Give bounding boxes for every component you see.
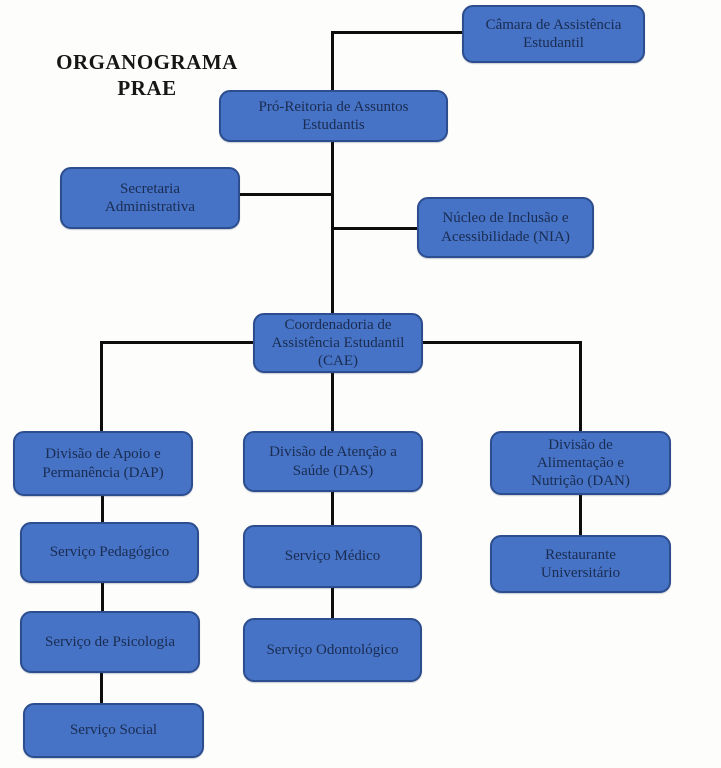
connector-secretaria-horizontal	[239, 193, 334, 196]
org-node-restaurante: Restaurante Universitário	[490, 535, 671, 593]
connector-camara-horizontal	[331, 31, 465, 34]
connector-nia-horizontal	[332, 227, 418, 230]
connector-cae-dan-horizontal	[422, 341, 582, 344]
connector-cae-dap-vertical	[100, 341, 103, 432]
connector-cae-das-vertical	[331, 372, 334, 432]
connector-medico-odontologico	[331, 587, 334, 619]
connector-pedagogico-psicologia	[101, 582, 104, 612]
org-node-odontologico: Serviço Odontológico	[243, 618, 422, 682]
org-node-pro-reitoria: Pró-Reitoria de Assuntos Estudantis	[219, 90, 448, 142]
connector-camara-stem	[331, 31, 334, 91]
org-node-psicologia: Serviço de Psicologia	[20, 611, 200, 673]
connector-dan-restaurante	[579, 494, 582, 536]
connector-cae-dan-vertical	[579, 341, 582, 432]
connector-cae-dap-horizontal	[100, 341, 255, 344]
connector-psicologia-social	[100, 672, 103, 704]
org-node-cae: Coordenadoria de Assistência Estudantil …	[253, 313, 423, 373]
connector-dap-pedagogico	[101, 495, 104, 523]
org-node-social: Serviço Social	[23, 703, 204, 758]
org-node-secretaria: Secretaria Administrativa	[60, 167, 240, 229]
org-node-dan: Divisão de Alimentação e Nutrição (DAN)	[490, 431, 671, 495]
org-node-camara: Câmara de Assistência Estudantil	[462, 5, 645, 63]
page-title: ORGANOGRAMA PRAE	[56, 50, 238, 100]
org-node-nia: Núcleo de Inclusão e Acessibilidade (NIA…	[417, 197, 594, 258]
org-node-das: Divisão de Atenção a Saúde (DAS)	[243, 431, 423, 492]
org-node-medico: Serviço Médico	[243, 525, 422, 588]
org-node-dap: Divisão de Apoio e Permanência (DAP)	[13, 431, 193, 496]
org-node-pedagogico: Serviço Pedagógico	[20, 522, 199, 583]
connector-das-medico	[331, 491, 334, 526]
